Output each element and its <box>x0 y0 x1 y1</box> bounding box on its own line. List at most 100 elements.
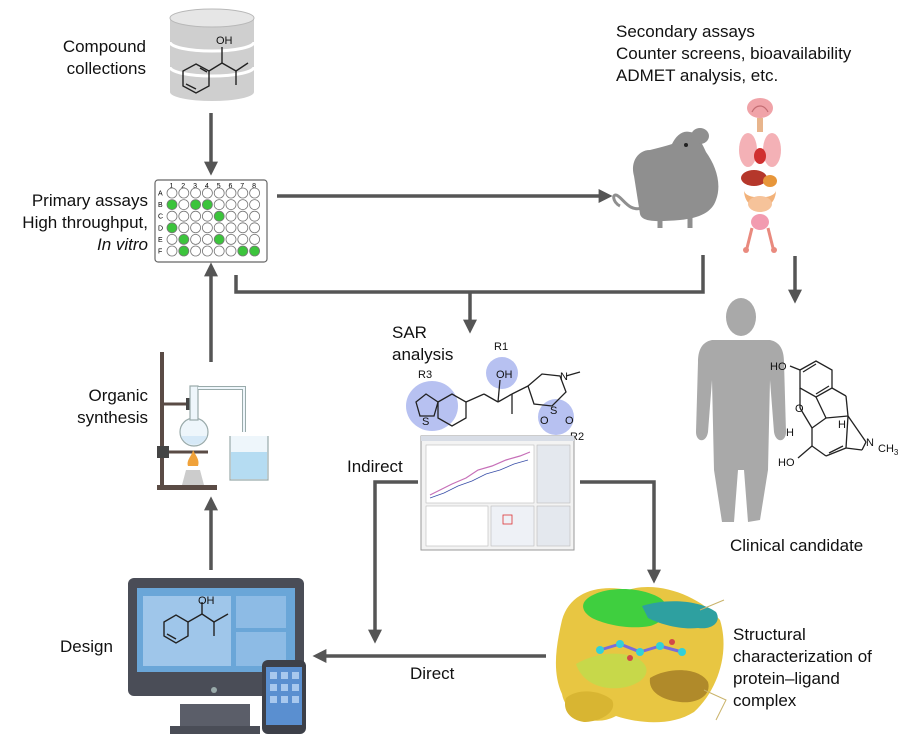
plate-well <box>225 187 237 199</box>
primary-line1: Primary assays <box>31 191 148 210</box>
sar-molecule: S OH N S O O R1 R3 R2 <box>406 341 584 443</box>
plate-well <box>166 187 178 199</box>
plate-well <box>190 187 202 199</box>
plate-well <box>249 210 261 222</box>
monitor-oh-label: OH <box>198 595 215 607</box>
plate-well-hit <box>237 245 249 257</box>
plate-well-hit <box>213 233 225 245</box>
r2-highlight <box>538 399 574 435</box>
design-label: Design <box>60 637 113 656</box>
plate-well <box>225 245 237 257</box>
plate-well <box>225 199 237 211</box>
compound-line2: collections <box>66 59 146 78</box>
secondary-line2: Counter screens, bioavailability <box>616 44 852 63</box>
plate-well <box>201 187 213 199</box>
morphine-ho-bottom: HO <box>778 457 795 469</box>
plate-well <box>237 222 249 234</box>
plate-well <box>201 245 213 257</box>
computer-monitor-icon <box>128 578 304 734</box>
plate-row-label: A <box>158 191 163 198</box>
sar-oh-label: OH <box>496 369 513 381</box>
r1-highlight <box>486 357 518 389</box>
morphine-ho-top: HO <box>770 361 787 373</box>
plate-column-label: 5 <box>217 183 221 190</box>
secondary-assays-label: Secondary assays Counter screens, bioava… <box>616 21 896 87</box>
primary-line3: In vitro <box>96 235 148 254</box>
organic-line1: Organic <box>88 386 148 405</box>
sar-n-label: N <box>560 371 568 383</box>
structural-line4: complex <box>733 691 797 710</box>
plate-well <box>201 210 213 222</box>
plate-well-hit <box>178 233 190 245</box>
protein-ligand-complex-image <box>555 586 727 723</box>
plate-column-label: 1 <box>170 183 174 190</box>
plate-well <box>237 210 249 222</box>
sar-analysis-label: SAR analysis <box>392 322 472 366</box>
plate-well <box>190 245 202 257</box>
clinical-candidate-label: Clinical candidate <box>730 536 864 555</box>
sar-line1: SAR <box>392 323 427 342</box>
plate-well <box>213 222 225 234</box>
flow-arrows <box>204 113 802 663</box>
compound-collections-label: Compound collections <box>30 36 146 80</box>
plate-column-label: 4 <box>205 183 209 190</box>
arrow-indirect <box>368 480 418 644</box>
plate-row-label: F <box>158 249 162 256</box>
secondary-line1: Secondary assays <box>616 22 755 41</box>
human-silhouette-icon <box>696 298 786 522</box>
plate-well <box>178 210 190 222</box>
plate-well <box>249 187 261 199</box>
plate-well-hit <box>201 199 213 211</box>
morphine-h-right: H <box>838 419 846 431</box>
cylinder-oh-label: OH <box>216 35 233 47</box>
sar-s-label: S <box>422 416 429 428</box>
plate-well-hit <box>166 222 178 234</box>
plate-well <box>178 222 190 234</box>
plate-well <box>225 233 237 245</box>
plate-well <box>225 210 237 222</box>
plate-well <box>249 222 261 234</box>
mouse-icon <box>612 128 719 228</box>
plate-column-label: 3 <box>193 183 197 190</box>
arrow-sar-to-structure <box>580 480 661 584</box>
sar-so2-o1: O <box>540 415 549 427</box>
plate-well <box>190 222 202 234</box>
plate-well <box>201 233 213 245</box>
plate-row-label: E <box>158 237 163 244</box>
sar-software-screenshot <box>420 435 575 551</box>
plate-column-label: 7 <box>240 183 244 190</box>
plate-well-hit <box>190 199 202 211</box>
smartphone-icon <box>262 660 306 734</box>
plate-well-hit <box>213 210 225 222</box>
plate-well <box>213 245 225 257</box>
organic-line2: synthesis <box>77 408 148 427</box>
plate-well <box>237 199 249 211</box>
plate-well <box>166 210 178 222</box>
plate-well <box>190 233 202 245</box>
human-organs-icon <box>739 98 781 253</box>
cylinder-molecule <box>182 47 249 94</box>
organic-synthesis-label: Organic synthesis <box>60 385 148 429</box>
plate-column-label: 2 <box>181 183 185 190</box>
primary-line2: High throughput, <box>22 213 148 232</box>
morphine-ch3: CH3 <box>878 443 899 457</box>
database-cylinder-icon: OH <box>168 8 256 101</box>
sar-r1-label: R1 <box>494 341 508 353</box>
plate-well <box>249 233 261 245</box>
compound-line1: Compound <box>62 37 146 56</box>
plate-well <box>213 199 225 211</box>
plate-well <box>213 187 225 199</box>
structural-characterization-label: Structural characterization of protein–l… <box>733 624 898 712</box>
plate-row-label: D <box>158 225 163 232</box>
morphine-structure <box>789 360 867 459</box>
plate-well <box>237 187 249 199</box>
plate-well <box>249 199 261 211</box>
plate-well <box>166 233 178 245</box>
plate-well-hit <box>249 245 261 257</box>
sar-so2-o2: O <box>565 415 574 427</box>
structural-line1: Structural <box>733 625 806 644</box>
morphine-n: N <box>866 437 874 449</box>
plate-well <box>178 199 190 211</box>
